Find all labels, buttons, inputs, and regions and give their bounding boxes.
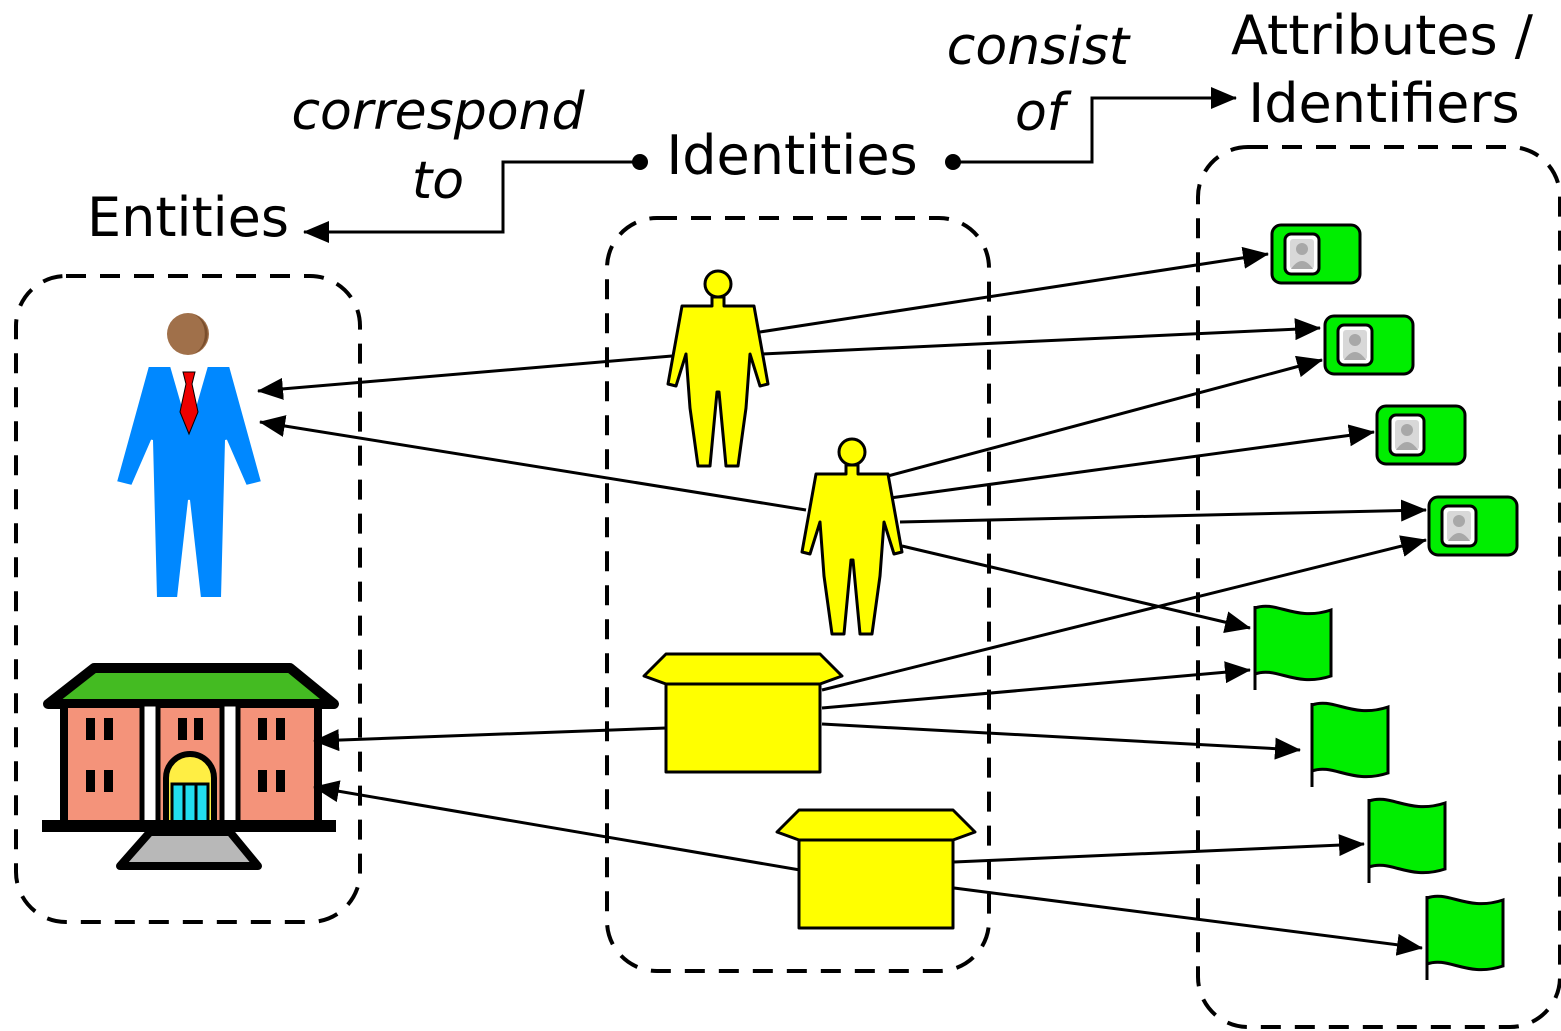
- identities-group-box: [605, 216, 991, 973]
- attributes-label-line1: Attributes /: [1231, 4, 1534, 67]
- entities-label: Entities: [87, 186, 289, 249]
- correspond-label-line1: correspond: [291, 82, 585, 142]
- yellow-person-icon: [666, 269, 770, 468]
- link-person2-to-id4: [899, 499, 1427, 524]
- consist-label-line2: of: [1015, 83, 1072, 143]
- green-flag-icon: [1367, 797, 1447, 885]
- green-flag-icon: [1253, 604, 1333, 692]
- link-box1-to-flag1: [821, 661, 1251, 710]
- photo-id-card-icon: [1427, 495, 1519, 557]
- yellow-person-icon: [800, 437, 904, 636]
- person-in-suit-icon: [114, 313, 264, 599]
- attributes-label-line2: Identifiers: [1248, 72, 1519, 135]
- link-box2-to-building: [313, 780, 801, 872]
- link-box1-to-building: [313, 726, 667, 752]
- link-person2-to-id3: [889, 424, 1375, 500]
- link-person1-to-id1: [759, 246, 1269, 334]
- link-box1-to-flag2: [821, 722, 1301, 760]
- green-flag-icon: [1425, 894, 1505, 982]
- link-person2-to-flag1: [901, 544, 1251, 633]
- green-flag-icon: [1310, 701, 1390, 789]
- consist-of-dot: [945, 154, 961, 170]
- photo-id-card-icon: [1323, 314, 1415, 376]
- link-box2-to-flag3: [953, 834, 1365, 864]
- link-box1-to-id4: [821, 535, 1427, 692]
- correspond-label-line2: to: [412, 151, 464, 211]
- entities-group-box: [14, 274, 362, 924]
- yellow-box-icon: [642, 652, 844, 774]
- correspond-to-arrow: [303, 160, 640, 243]
- attributes-group-box: [1196, 145, 1561, 1029]
- photo-id-card-icon: [1270, 223, 1362, 285]
- photo-id-card-icon: [1375, 404, 1467, 466]
- consist-of-arrow: [953, 87, 1237, 164]
- yellow-box-icon: [775, 808, 977, 930]
- link-box2-to-flag4: [953, 886, 1423, 956]
- identities-label: Identities: [666, 124, 917, 187]
- link-person2-to-id2: [887, 355, 1323, 478]
- link-person2-to-entity: [259, 415, 807, 512]
- link-person1-to-entity: [257, 354, 673, 400]
- correspond-to-dot: [632, 154, 648, 170]
- consist-label-line1: consist: [947, 17, 1131, 77]
- building-icon: [42, 663, 339, 870]
- link-person1-to-id2: [761, 318, 1321, 356]
